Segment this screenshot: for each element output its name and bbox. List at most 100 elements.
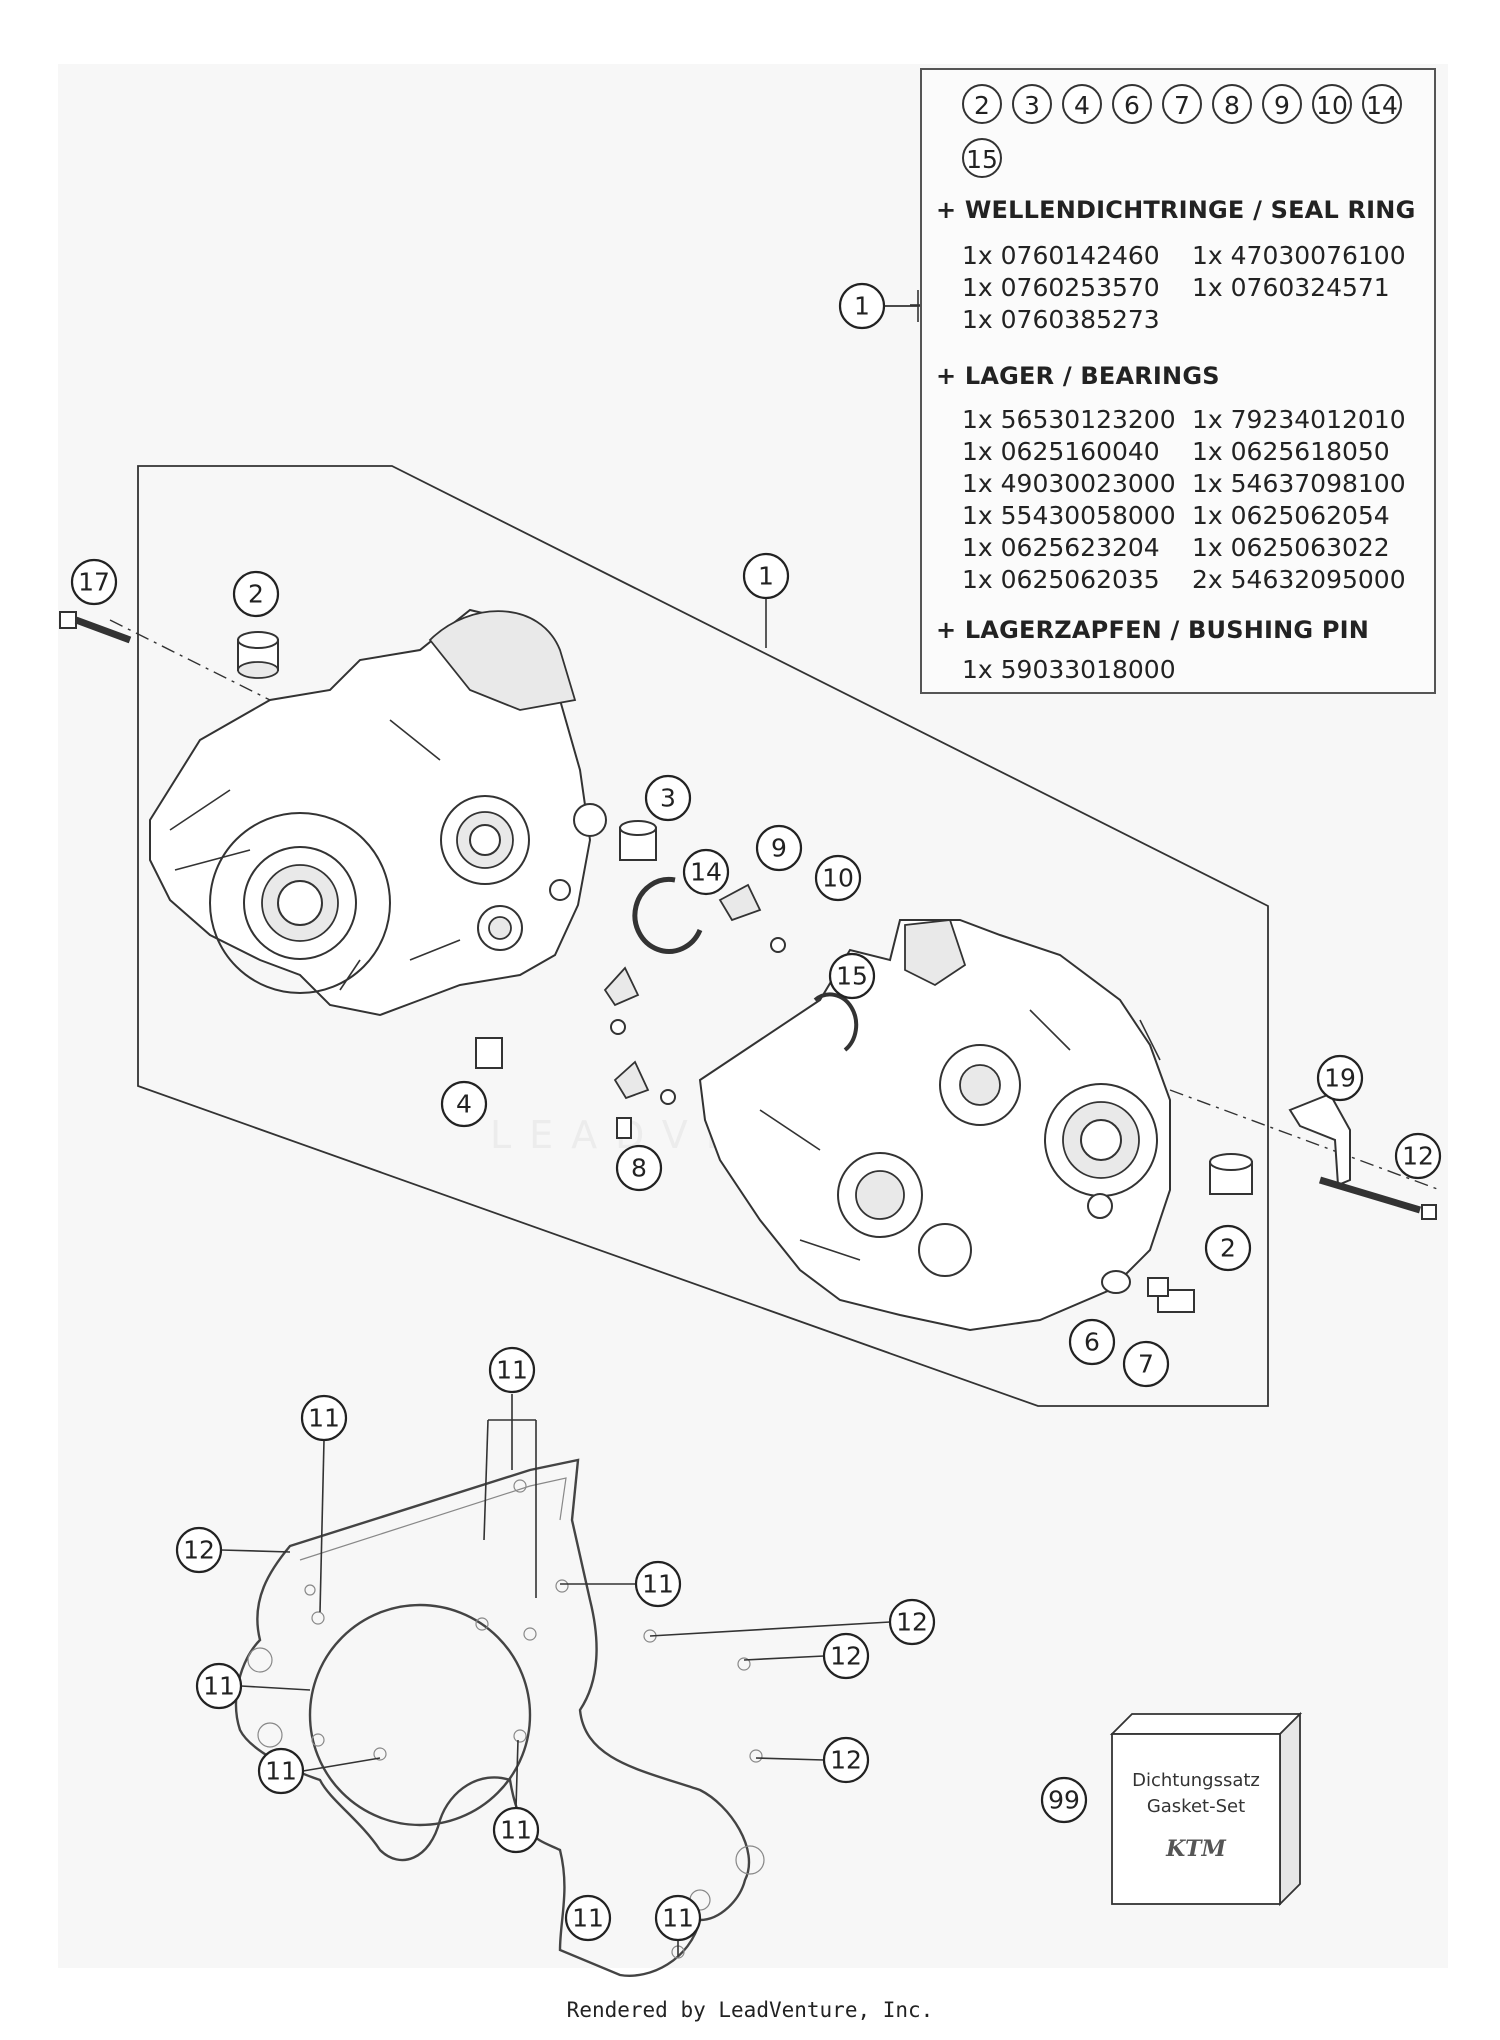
callout-99: 99 xyxy=(1040,1776,1088,1824)
svg-text:2: 2 xyxy=(1220,1234,1236,1263)
callout-12: 12 xyxy=(1394,1132,1442,1180)
ktm-logo: KTM xyxy=(1165,1836,1226,1862)
part-chip: 7 xyxy=(1162,84,1202,124)
callout-11-bottom-left: 11 xyxy=(564,1894,612,1942)
callout-11-left-mid: 11 xyxy=(195,1662,243,1710)
part-number: 1x 49030023000 xyxy=(962,469,1176,498)
svg-text:17: 17 xyxy=(78,568,110,597)
svg-text:10: 10 xyxy=(822,864,854,893)
svg-text:9: 9 xyxy=(771,834,787,863)
part-chip: 2 xyxy=(962,84,1002,124)
part-number: 1x 0760385273 xyxy=(962,305,1160,334)
part-chip: 9 xyxy=(1262,84,1302,124)
washer-6 xyxy=(1101,1270,1131,1294)
svg-text:12: 12 xyxy=(830,1642,862,1671)
svg-text:99: 99 xyxy=(1048,1786,1080,1815)
pin-8 xyxy=(616,1117,632,1139)
bushing-2-right xyxy=(1209,1153,1253,1195)
part-number: 1x 0625160040 xyxy=(962,437,1160,466)
callout-1: 1 xyxy=(742,552,790,600)
callout-11-right-upper: 11 xyxy=(634,1560,682,1608)
part-number: 1x 0625618050 xyxy=(1192,437,1390,466)
callout-12-right-3: 12 xyxy=(822,1736,870,1784)
assembly-outline xyxy=(137,465,1269,1407)
callout-2-right: 2 xyxy=(1204,1224,1252,1272)
callout-2: 2 xyxy=(232,570,280,618)
svg-text:12: 12 xyxy=(830,1746,862,1775)
axis-line-right xyxy=(1169,1089,1441,1191)
svg-text:11: 11 xyxy=(265,1757,297,1786)
callout-14: 14 xyxy=(682,848,730,896)
svg-text:14: 14 xyxy=(690,858,722,887)
callout-12-right-1: 12 xyxy=(888,1598,936,1646)
part-chip: 4 xyxy=(1062,84,1102,124)
dowel-4 xyxy=(475,1037,503,1069)
part-chip: 8 xyxy=(1212,84,1252,124)
part-number: 1x 0625623204 xyxy=(962,533,1160,562)
callout-12-right-2: 12 xyxy=(822,1632,870,1680)
callout-11-center: 11 xyxy=(492,1806,540,1854)
callout-11-left-low: 11 xyxy=(257,1747,305,1795)
circlip-14 xyxy=(632,876,703,954)
part-number: 1x 0760142460 xyxy=(962,241,1160,270)
svg-text:7: 7 xyxy=(1138,1350,1154,1379)
callout-11-bottom-right: 11 xyxy=(654,1894,702,1942)
gasket-leaders xyxy=(220,1394,891,1956)
svg-text:2: 2 xyxy=(248,580,264,609)
callout-17: 17 xyxy=(70,558,118,606)
callout-10: 10 xyxy=(814,854,862,902)
callout-7: 7 xyxy=(1122,1340,1170,1388)
part-number xyxy=(1192,654,1422,686)
svg-text:11: 11 xyxy=(496,1356,528,1385)
part-chip: 10 xyxy=(1312,84,1352,124)
callout-19: 19 xyxy=(1316,1054,1364,1102)
svg-text:1: 1 xyxy=(758,562,774,591)
callout-8: 8 xyxy=(615,1144,663,1192)
guard-19 xyxy=(1288,1092,1351,1187)
gasket-box-line2: Gasket-Set xyxy=(1147,1796,1245,1817)
gasket-box-line1: Dichtungssatz xyxy=(1132,1770,1260,1791)
left-crankcase-half xyxy=(149,608,607,1017)
svg-text:11: 11 xyxy=(308,1404,340,1433)
callout-11-left-top: 11 xyxy=(300,1394,348,1442)
svg-text:11: 11 xyxy=(662,1904,694,1933)
plug-7 xyxy=(1147,1277,1195,1313)
partlist-section-heading: + WELLENDICHTRINGE / SEAL RING xyxy=(936,196,1416,224)
axis-line-left xyxy=(109,619,271,701)
part-chip: 15 xyxy=(962,138,1002,178)
svg-text:3: 3 xyxy=(660,784,676,813)
part-number: 1x 54637098100 xyxy=(1192,469,1406,498)
svg-text:1: 1 xyxy=(854,292,870,321)
screw-10b xyxy=(610,1019,626,1035)
plate-9c xyxy=(613,1060,650,1100)
svg-text:11: 11 xyxy=(500,1816,532,1845)
svg-text:11: 11 xyxy=(642,1570,674,1599)
svg-text:12: 12 xyxy=(1402,1142,1434,1171)
gasket-set-box: Dichtungssatz Gasket-Set KTM xyxy=(1109,1711,1303,1907)
bushing-2-top xyxy=(237,631,279,679)
callout-3: 3 xyxy=(644,774,692,822)
screw-10 xyxy=(770,937,786,953)
callout-12-left: 12 xyxy=(175,1526,223,1574)
circlip-15 xyxy=(813,992,859,1052)
plate-9b xyxy=(603,966,640,1007)
bolt-12 xyxy=(1318,1176,1437,1220)
right-crankcase-half xyxy=(698,919,1171,1332)
callout-1-partlist: 1 xyxy=(838,282,886,330)
part-number: 1x 0760253570 xyxy=(962,273,1160,302)
part-chip: 3 xyxy=(1012,84,1052,124)
crankcase-gasket xyxy=(234,1458,765,1977)
svg-text:12: 12 xyxy=(183,1536,215,1565)
svg-text:12: 12 xyxy=(896,1608,928,1637)
part-number: 1x 59033018000 xyxy=(962,655,1176,684)
svg-text:4: 4 xyxy=(456,1090,472,1119)
svg-text:19: 19 xyxy=(1324,1064,1356,1093)
svg-text:6: 6 xyxy=(1084,1328,1100,1357)
part-number: 1x 0625062054 xyxy=(1192,501,1390,530)
bolt-17 xyxy=(59,611,132,644)
part-number: 1x 55430058000 xyxy=(962,501,1176,530)
